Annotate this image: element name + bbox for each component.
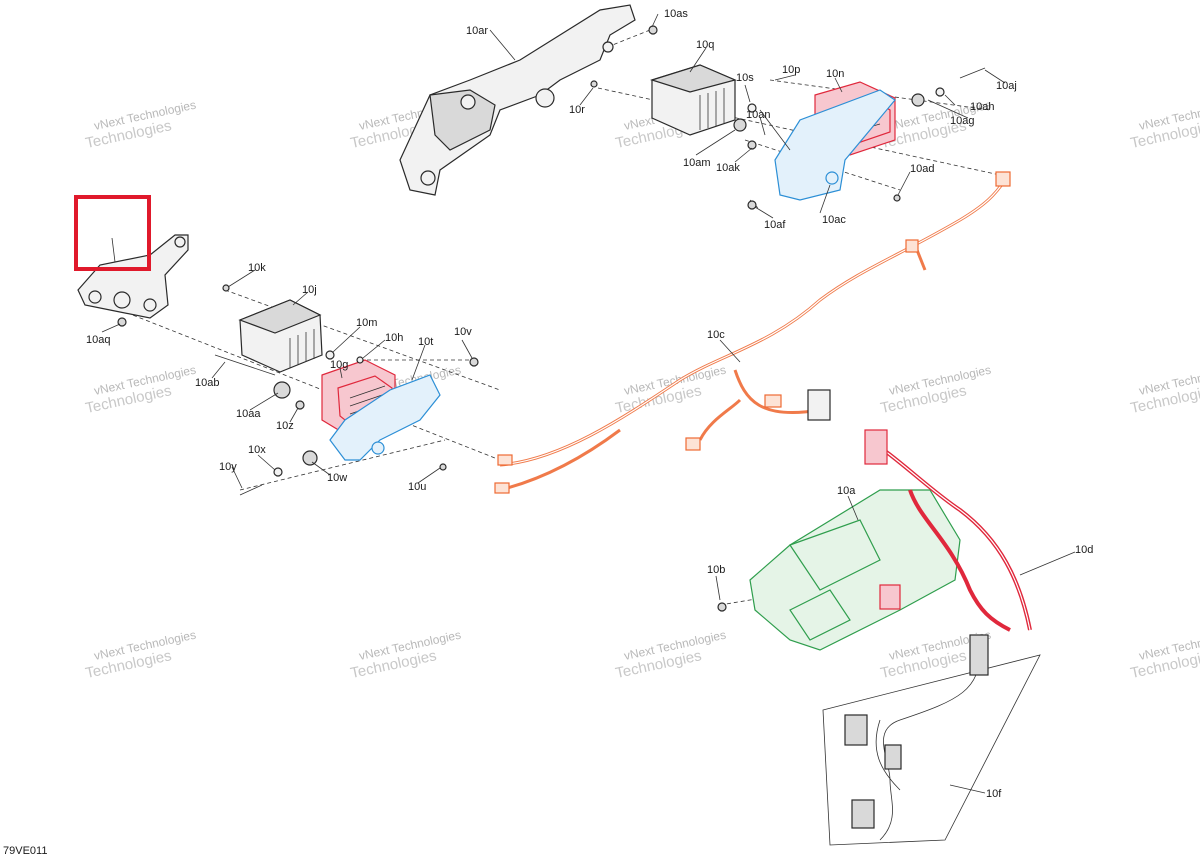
label-10c: 10c <box>707 329 725 341</box>
label-10a: 10a <box>837 485 856 497</box>
label-10s: 10s <box>736 72 754 84</box>
label-10r: 10r <box>569 104 585 116</box>
label-10an: 10an <box>746 109 770 121</box>
label-10af: 10af <box>764 219 786 231</box>
watermark: vNext Technologies Technologies <box>84 628 197 682</box>
label-10aq: 10aq <box>86 334 110 346</box>
watermark: vNext Technologies Technologies <box>1129 363 1200 417</box>
label-10q: 10q <box>696 39 714 51</box>
upper-fasteners <box>590 25 986 210</box>
label-10ah: 10ah <box>970 101 994 113</box>
bracket-10ap[interactable] <box>77 234 189 319</box>
label-10f: 10f <box>986 788 1002 800</box>
label-10aj: 10aj <box>996 80 1017 92</box>
bracket-10t[interactable] <box>329 374 441 461</box>
label-10ak: 10ak <box>716 162 740 174</box>
label-10u: 10u <box>408 481 426 493</box>
label-10ar: 10ar <box>466 25 488 37</box>
label-10g: 10g <box>330 359 348 371</box>
label-10am: 10am <box>683 157 711 169</box>
bracket-10ac[interactable] <box>774 89 896 201</box>
label-10p: 10p <box>782 64 800 76</box>
highlight-box-10ap <box>74 195 151 271</box>
housing-10a[interactable] <box>717 489 961 651</box>
label-10b: 10b <box>707 564 725 576</box>
watermark: vNext Technologies Technologies <box>84 363 197 417</box>
label-10h: 10h <box>385 332 403 344</box>
label-10t: 10t <box>418 336 433 348</box>
leader-lines <box>101 13 1076 794</box>
label-10ab: 10ab <box>195 377 219 389</box>
module-10j[interactable] <box>238 299 323 373</box>
harness-10c[interactable] <box>494 171 1011 494</box>
watermark: vNext Technologies Technologies <box>1129 628 1200 682</box>
watermark: vNext Technologies Technologies <box>614 628 727 682</box>
label-10y: 10y <box>219 461 237 473</box>
diagram-code: 79VE011 <box>3 845 48 857</box>
label-10m: 10m <box>356 317 377 329</box>
label-10ac: 10ac <box>822 214 846 226</box>
label-10ag: 10ag <box>950 115 974 127</box>
label-10aa: 10aa <box>236 408 261 420</box>
label-10j: 10j <box>302 284 317 296</box>
label-10d: 10d <box>1075 544 1093 556</box>
harness-kit-10f[interactable] <box>822 634 1041 846</box>
watermark: vNext Technologies Technologies <box>1129 98 1200 152</box>
label-10v: 10v <box>454 326 472 338</box>
watermark: vNext Technologies Technologies <box>614 363 727 417</box>
label-10as: 10as <box>664 8 688 20</box>
left-fasteners <box>117 284 479 496</box>
bracket-upper-10ar[interactable] <box>399 4 636 196</box>
label-10x: 10x <box>248 444 266 456</box>
watermark: vNext Technologies Technologies <box>349 628 462 682</box>
label-10w: 10w <box>327 472 347 484</box>
module-10q[interactable] <box>649 64 737 136</box>
part-labels: 10ar 10as 10q 10s 10p 10n 10aj 10ah 10ag… <box>86 8 1093 800</box>
harness-10d[interactable] <box>864 429 1032 632</box>
watermarks: vNext Technologies Technologies vNext Te… <box>84 98 1200 682</box>
label-10z: 10z <box>276 420 294 432</box>
watermark: vNext Technologies Technologies <box>879 363 992 417</box>
label-10n: 10n <box>826 68 844 80</box>
label-10k: 10k <box>248 262 266 274</box>
label-10ad: 10ad <box>910 163 934 175</box>
watermark: vNext Technologies Technologies <box>84 98 197 152</box>
